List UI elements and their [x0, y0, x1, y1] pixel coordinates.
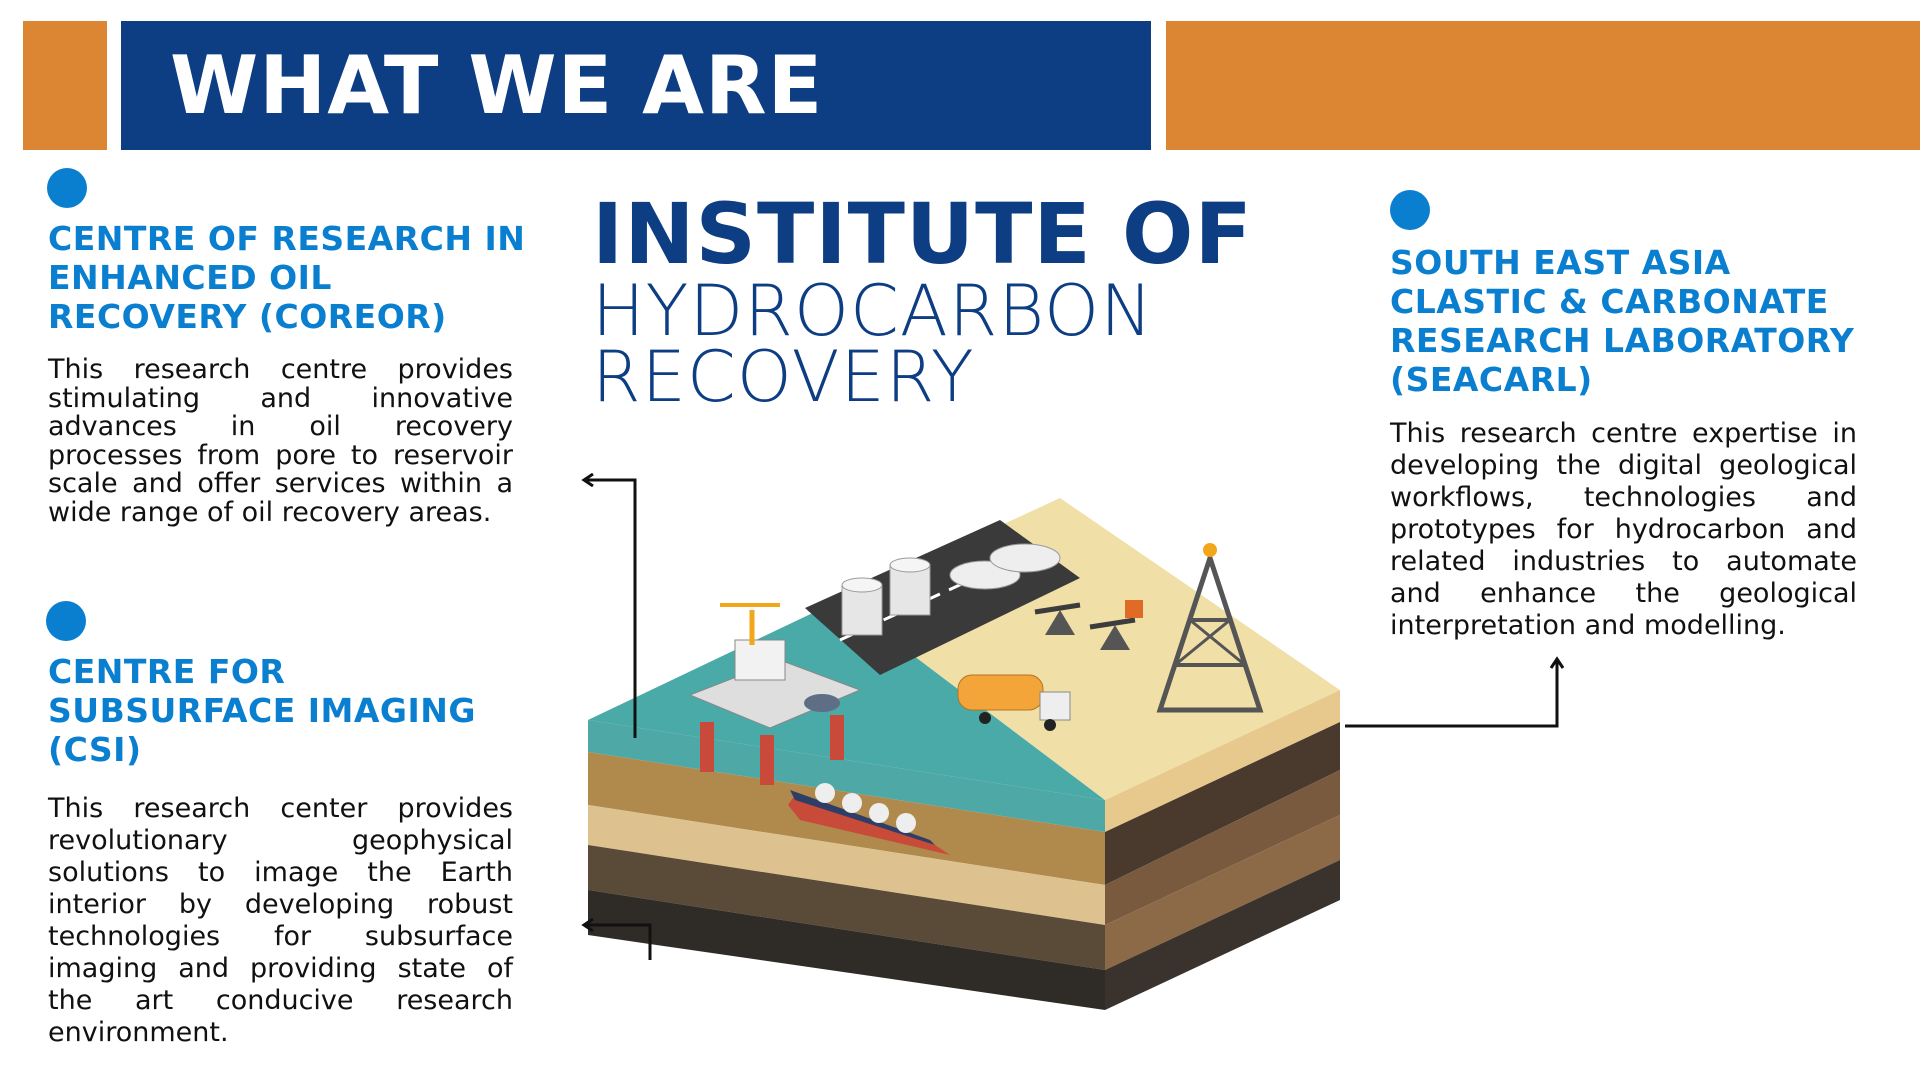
bullet-dot-coreor	[47, 168, 87, 208]
header-accent-right	[1166, 21, 1920, 150]
seacarl-heading-line: (SEACARL)	[1390, 360, 1593, 399]
offshore-platform	[688, 603, 862, 785]
tanker-ship	[788, 783, 950, 855]
soil-layer-base	[588, 890, 1105, 1010]
sand-edge	[1105, 690, 1340, 832]
block-right-face	[1105, 690, 1340, 1010]
page-title: WHAT WE ARE	[170, 38, 824, 132]
rock-layer	[1105, 770, 1340, 925]
seacarl-heading-line: SOUTH EAST ASIA	[1390, 243, 1731, 282]
header-title-bar	[121, 21, 1151, 150]
drilling-derrick	[1156, 543, 1264, 713]
pump-jacks	[1034, 600, 1143, 650]
coreor-description: This research centre provides stimulatin…	[48, 354, 513, 528]
csi-heading-line: SUBSURFACE IMAGING	[48, 691, 476, 730]
institute-subtitle-line: HYDROCARBON	[592, 270, 1154, 352]
connector-arrow-seacarl	[1345, 660, 1557, 728]
coreor-heading-line: RECOVERY (COREOR)	[48, 297, 447, 336]
csi-heading-line: CENTRE FOR	[48, 652, 286, 691]
seacarl-heading: SOUTH EAST ASIA CLASTIC & CARBONATE RESE…	[1390, 243, 1854, 399]
institute-subtitle: HYDROCARBON RECOVERY	[592, 270, 1154, 418]
csi-heading-line: (CSI)	[48, 730, 142, 769]
institute-subtitle-line: RECOVERY	[592, 336, 975, 418]
sea-surface	[588, 600, 1105, 800]
soil-layer-middle	[588, 805, 1105, 925]
rock-layer-deep	[1105, 815, 1340, 970]
sea-edge	[588, 720, 1105, 832]
header-accent-left	[23, 21, 107, 150]
csi-description: This research center provides revolution…	[48, 793, 513, 1048]
bullet-dot-csi	[46, 601, 86, 641]
storage-tanks	[841, 543, 1061, 636]
seacarl-heading-line: CLASTIC & CARBONATE	[1390, 282, 1829, 321]
rock-layer-base	[1105, 860, 1340, 1010]
seacarl-heading-line: RESEARCH LABORATORY	[1390, 321, 1855, 360]
institute-title: INSTITUTE OF	[592, 185, 1253, 283]
seacarl-description: This research centre expertise in develo…	[1390, 418, 1857, 641]
connector-arrow-csi	[585, 925, 652, 960]
coreor-heading: CENTRE OF RESEARCH IN ENHANCED OIL RECOV…	[48, 219, 525, 336]
coreor-heading-line: CENTRE OF RESEARCH IN	[48, 219, 526, 258]
coreor-heading-line: ENHANCED OIL	[48, 258, 332, 297]
csi-heading: CENTRE FOR SUBSURFACE IMAGING (CSI)	[48, 652, 476, 769]
fuel-truck	[957, 674, 1071, 731]
bullet-dot-seacarl	[1390, 190, 1430, 230]
soil-layer-lower	[588, 845, 1105, 970]
connector-arrow-coreor	[585, 480, 637, 738]
reservoir-layer	[1105, 722, 1340, 885]
